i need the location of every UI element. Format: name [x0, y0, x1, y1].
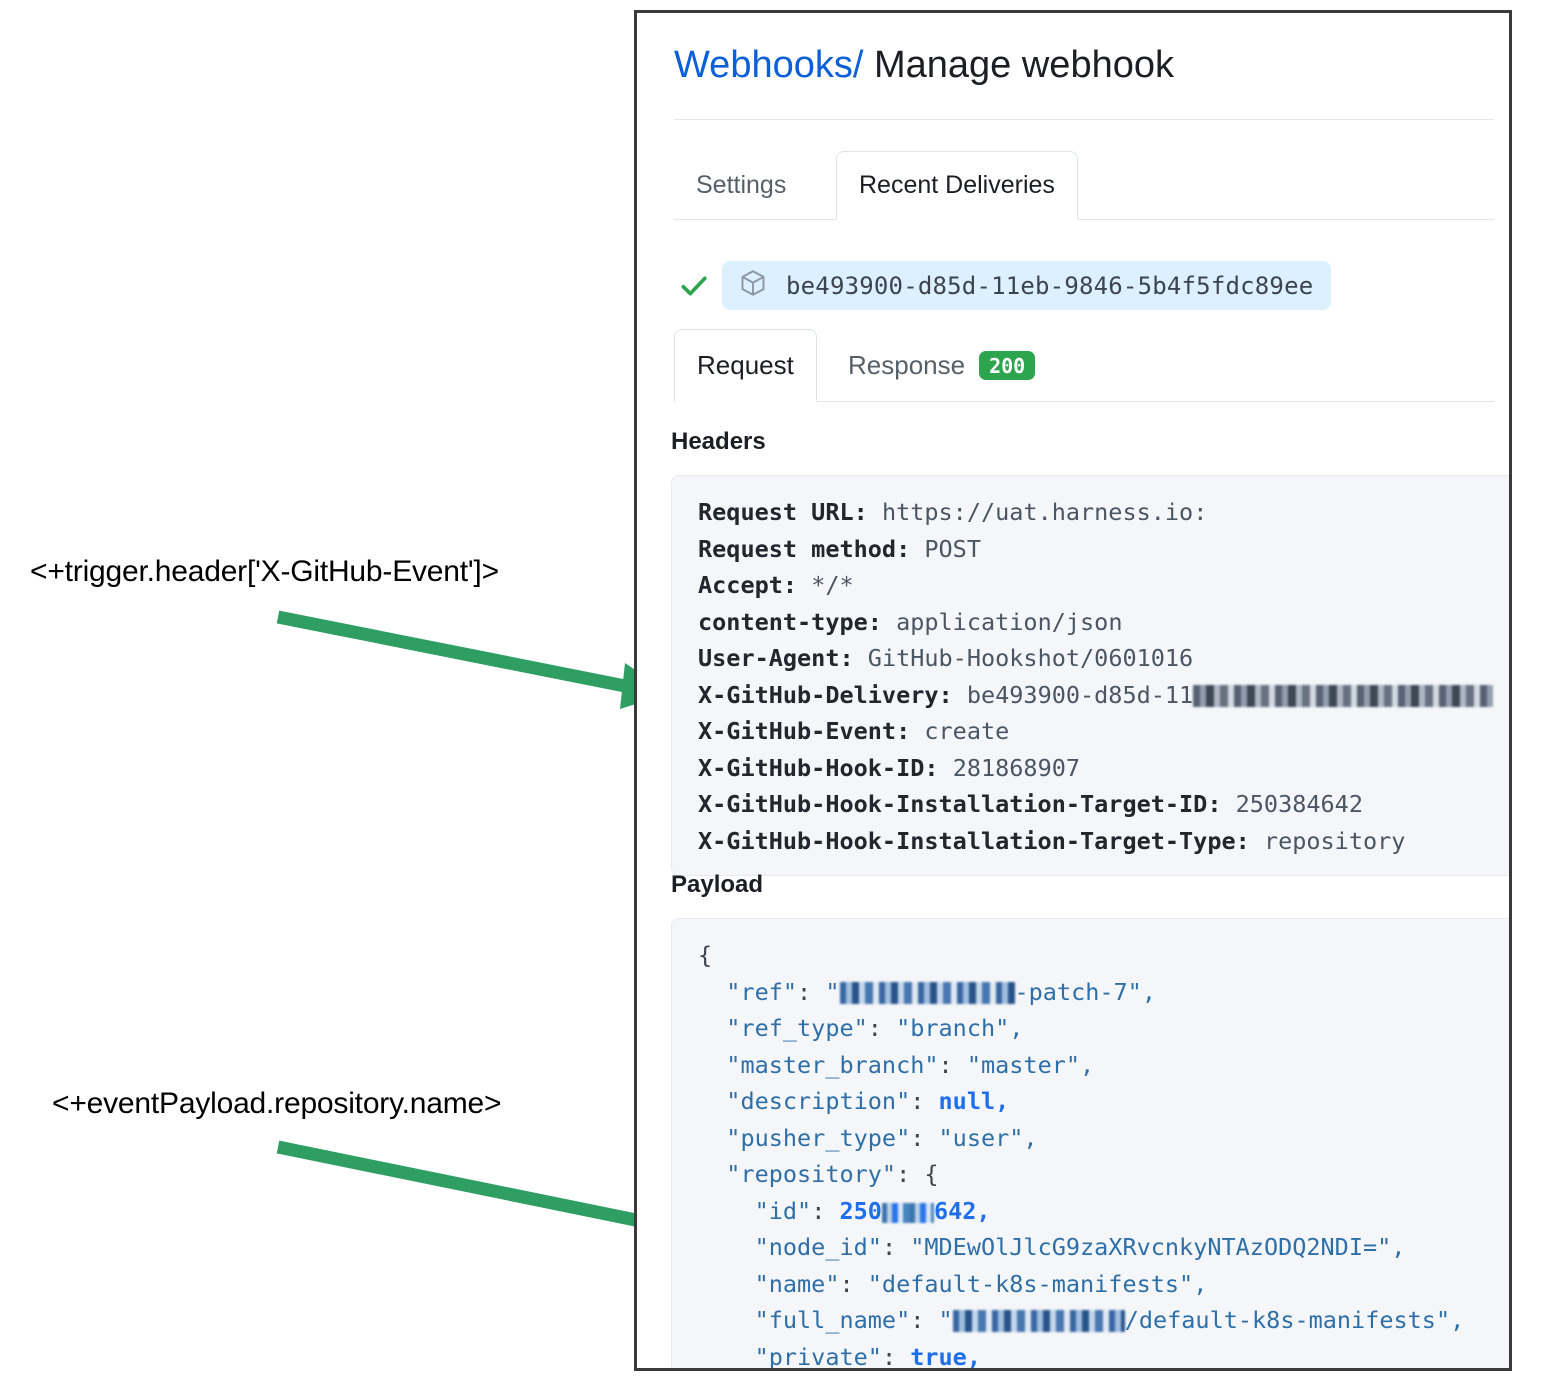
delivery-id-text: be493900-d85d-11eb-9846-5b4f5fdc89ee [786, 271, 1314, 300]
payload-line: "node_id": "MDEwOlJlcG9zaXRvcnkyNTAzODQ2… [754, 1233, 1406, 1261]
payload-value: "user", [938, 1123, 1038, 1152]
package-icon [738, 268, 768, 303]
payload-line: "name": "default-k8s-manifests", [754, 1269, 1208, 1298]
payload-line: "master_branch": "master", [726, 1050, 1095, 1079]
payload-line: "pusher_type": "user", [726, 1123, 1038, 1152]
main-tabstrip: Settings Recent Deliveries [674, 151, 1494, 220]
payload-key: "node_id" [754, 1233, 882, 1261]
payload-line: "repository": { [726, 1160, 939, 1188]
header-value: 250384642 [1235, 790, 1363, 818]
annotation-arrow-1-icon [276, 610, 670, 709]
header-line: Request URL: https://uat.harness.io: [698, 498, 1207, 526]
header-key: Request method: [698, 534, 911, 563]
payload-line: { [698, 941, 713, 969]
header-key: X-GitHub-Hook-ID: [698, 753, 939, 782]
breadcrumb-webhooks-link[interactable]: Webhooks [674, 44, 853, 86]
payload-line: "ref": "-patch-7", [726, 977, 1156, 1006]
payload-line: "private": true, [754, 1342, 981, 1371]
tab-response-label: Response [848, 350, 966, 380]
main-tabstrip-baseline [674, 219, 1494, 220]
delivery-id-pill[interactable]: be493900-d85d-11eb-9846-5b4f5fdc89ee [722, 261, 1332, 310]
header-key: User-Agent: [698, 644, 854, 672]
header-value: create [924, 717, 1010, 745]
payload-key: "name" [754, 1269, 840, 1298]
webhook-panel: Webhooks/ Manage webhook Settings Recent… [634, 10, 1512, 1371]
header-value: */* [811, 571, 854, 599]
status-badge: 200 [979, 351, 1036, 380]
payload-key: "id" [754, 1196, 812, 1225]
header-value: be493900-d85d-11 [966, 680, 1194, 709]
page-title: Webhooks/ Manage webhook [674, 43, 1174, 89]
payload-line: "ref_type": "branch", [726, 1014, 1024, 1042]
annotation-event-payload-expression: <+eventPayload.repository.name> [52, 1087, 502, 1120]
header-line: X-GitHub-Delivery: be493900-d85d-11 [698, 680, 1494, 709]
payload-value: "branch", [896, 1014, 1024, 1042]
tab-response[interactable]: Response 200 [826, 329, 1057, 402]
header-key: Request URL: [698, 498, 868, 526]
headers-section-label: Headers [671, 428, 766, 455]
breadcrumb-current: Manage webhook [873, 44, 1174, 86]
header-value: GitHub-Hookshot/0601016 [867, 644, 1194, 672]
payload-value-prefix: 250 [839, 1196, 882, 1225]
tab-recent-deliveries[interactable]: Recent Deliveries [836, 151, 1078, 220]
header-key: content-type: [698, 607, 882, 636]
header-value: application/json [896, 607, 1123, 636]
payload-key: "ref" [726, 977, 798, 1006]
redacted-repository-id [881, 1202, 934, 1223]
payload-code-block: { "ref": "-patch-7", "ref_type": "branch… [671, 918, 1509, 1371]
header-line: Request method: POST [698, 535, 981, 563]
payload-value: null, [938, 1087, 1010, 1115]
payload-line: "description": null, [726, 1087, 1010, 1115]
payload-key: "description" [726, 1087, 911, 1115]
breadcrumb-separator: / [852, 44, 864, 86]
headers-code-block: Request URL: https://uat.harness.io: Req… [671, 475, 1509, 876]
payload-value: -patch-7", [1014, 977, 1156, 1006]
payload-value: "master", [966, 1050, 1095, 1079]
delivery-row: be493900-d85d-11eb-9846-5b4f5fdc89ee [674, 261, 1332, 310]
payload-value: "MDEwOlJlcG9zaXRvcnkyNTAzODQ2NDI=", [910, 1233, 1406, 1261]
payload-section-label: Payload [671, 871, 764, 898]
tab-request-label: Request [697, 350, 794, 380]
header-line: X-GitHub-Hook-Installation-Target-Type: … [698, 827, 1405, 855]
title-divider [674, 119, 1494, 120]
payload-key: "pusher_type" [726, 1123, 911, 1152]
payload-key: "private" [754, 1342, 882, 1371]
header-key: X-GitHub-Hook-Installation-Target-Type: [698, 826, 1250, 855]
annotation-trigger-header-expression: <+trigger.header['X-GitHub-Event']> [30, 555, 499, 588]
header-key: Accept: [698, 571, 798, 599]
header-line: X-GitHub-Event: create [698, 717, 1009, 745]
payload-value: /default-k8s-manifests", [1124, 1306, 1465, 1334]
header-line: Accept: */* [698, 571, 854, 599]
sub-tabstrip-baseline [674, 401, 1494, 402]
header-line: content-type: application/json [698, 608, 1122, 636]
header-value: POST [924, 534, 981, 563]
request-response-tabstrip: Request Response 200 [674, 329, 1494, 402]
header-key: X-GitHub-Hook-Installation-Target-ID: [698, 790, 1222, 818]
header-line: User-Agent: GitHub-Hookshot/0601016 [698, 644, 1193, 672]
payload-value: true, [910, 1342, 981, 1371]
header-value: repository [1263, 826, 1406, 855]
payload-line: "full_name": "/default-k8s-manifests", [754, 1306, 1465, 1334]
redacted-username-fullname [952, 1310, 1125, 1332]
header-line: X-GitHub-Hook-ID: 281868907 [698, 754, 1080, 782]
payload-key: "ref_type" [726, 1014, 868, 1042]
header-value: https://uat.harness.io: [881, 498, 1208, 526]
header-key: X-GitHub-Event: [698, 717, 911, 745]
payload-value: { [924, 1160, 939, 1188]
payload-value-suffix: 642, [933, 1196, 991, 1225]
redacted-delivery-id [1193, 684, 1494, 707]
tab-settings[interactable]: Settings [696, 171, 787, 199]
header-line: X-GitHub-Hook-Installation-Target-ID: 25… [698, 790, 1363, 818]
header-value: 281868907 [952, 753, 1081, 782]
payload-key: "master_branch" [726, 1050, 939, 1079]
redacted-username-ref [839, 981, 1015, 1004]
tab-request[interactable]: Request [674, 329, 817, 402]
payload-value: "default-k8s-manifests", [867, 1269, 1208, 1298]
header-key: X-GitHub-Delivery: [698, 680, 953, 709]
check-icon [674, 266, 714, 306]
payload-key: "repository" [726, 1160, 897, 1188]
payload-key: "full_name" [754, 1306, 911, 1334]
